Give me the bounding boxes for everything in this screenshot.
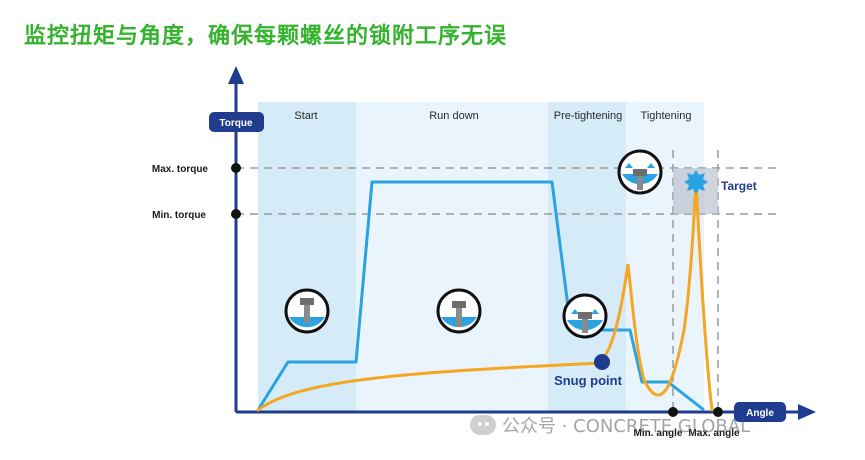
x-axis-arrow bbox=[798, 404, 816, 420]
x-axis-label-box bbox=[734, 402, 786, 422]
snug-point-marker bbox=[594, 354, 610, 370]
phase-band-start bbox=[258, 102, 356, 412]
max-torque-dot bbox=[231, 163, 241, 173]
bolt-run-down-icon bbox=[436, 288, 482, 334]
phase-label-run-down: Run down bbox=[429, 110, 479, 122]
min-torque-dot bbox=[231, 209, 241, 219]
min-angle-label: Min. angle bbox=[634, 428, 683, 439]
y-axis-label-box bbox=[209, 112, 264, 132]
max-torque-label: Max. torque bbox=[152, 164, 209, 175]
phase-label-pre-tightening: Pre-tightening bbox=[554, 110, 623, 122]
min-torque-label: Min. torque bbox=[152, 210, 206, 221]
max-angle-dot bbox=[713, 407, 723, 417]
bolt-pre-tightening-icon bbox=[562, 293, 608, 339]
phase-label-start: Start bbox=[294, 110, 317, 122]
phase-label-tightening: Tightening bbox=[641, 110, 692, 122]
target-burst-icon bbox=[684, 170, 708, 194]
max-angle-label: Max. angle bbox=[688, 428, 740, 439]
min-angle-dot bbox=[668, 407, 678, 417]
x-axis-label: Angle bbox=[746, 408, 774, 419]
target-label: Target bbox=[721, 179, 757, 193]
page-title: 监控扭矩与角度，确保每颗螺丝的锁附工序无误 bbox=[24, 24, 508, 49]
wechat-icon bbox=[470, 415, 496, 435]
watermark-text: 公众号 · CONCRETE GLOBAL bbox=[502, 416, 751, 437]
snug-point-label: Snug point bbox=[554, 373, 623, 388]
bolt-start-icon bbox=[284, 288, 330, 334]
phase-band-run-down bbox=[356, 102, 548, 412]
y-axis-label: Torque bbox=[219, 118, 253, 129]
y-axis-arrow bbox=[228, 66, 244, 84]
torque-curve-orange bbox=[256, 179, 714, 412]
bolt-tightening-icon bbox=[617, 149, 663, 195]
watermark: 公众号 · CONCRETE GLOBAL bbox=[470, 412, 750, 438]
